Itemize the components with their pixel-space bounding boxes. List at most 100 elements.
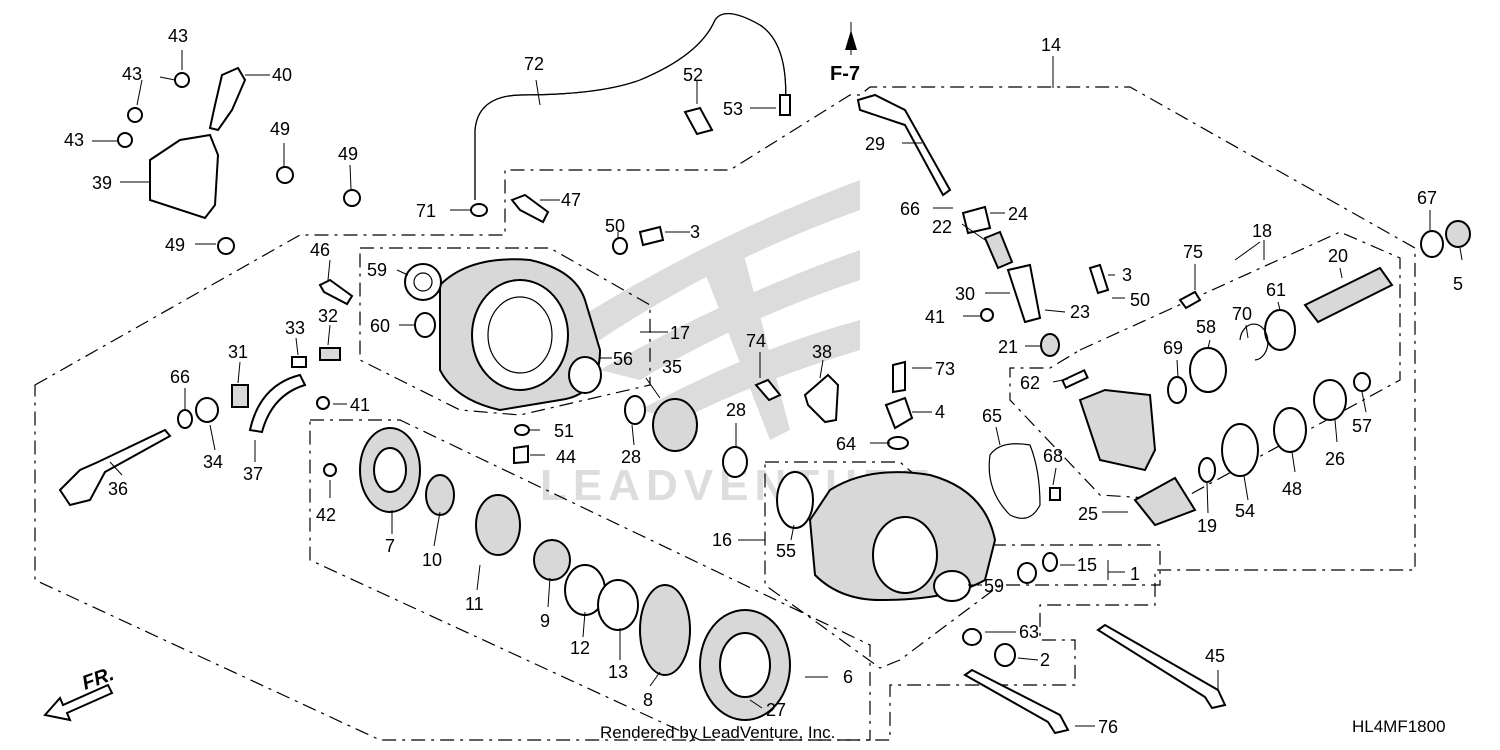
callout-32: 32 (318, 306, 338, 326)
part-65 (988, 443, 1041, 519)
part-51 (514, 424, 530, 436)
part-60 (414, 312, 436, 338)
part-13 (597, 579, 639, 631)
callout-28a: 28 (621, 447, 641, 467)
part-38 (803, 373, 840, 424)
part-44 (513, 444, 529, 465)
part-3a (638, 225, 665, 247)
callout-11: 11 (465, 594, 484, 614)
part-73 (892, 360, 906, 394)
part-28b (722, 446, 748, 478)
part-54 (1221, 423, 1259, 477)
callout-35: 35 (662, 357, 682, 377)
part-28a (624, 395, 646, 425)
callout-59a: 59 (367, 260, 387, 280)
part-50a (612, 237, 628, 255)
part-49a (276, 166, 294, 184)
callout-43c: 43 (64, 130, 84, 150)
callout-69: 69 (1163, 338, 1183, 358)
part-22 (983, 230, 1014, 270)
leader-lines (92, 22, 1463, 727)
part-47 (510, 193, 550, 224)
outline-14 (34, 86, 1416, 741)
part-57 (1353, 372, 1371, 392)
callout-44: 44 (556, 447, 576, 467)
callout-9: 9 (540, 611, 550, 631)
callout-42: 42 (316, 505, 336, 525)
part-39 (149, 133, 220, 220)
callout-8: 8 (643, 690, 653, 710)
callout-66a: 66 (170, 367, 190, 387)
callout-12: 12 (570, 638, 590, 658)
part-69 (1167, 376, 1187, 404)
part-43c (117, 132, 133, 148)
part-59a (404, 263, 442, 301)
part-52 (683, 106, 714, 136)
callout-71: 71 (416, 201, 436, 221)
part-31 (231, 384, 249, 408)
callout-45: 45 (1205, 646, 1225, 666)
callout-72: 72 (524, 54, 544, 74)
callout-19: 19 (1197, 516, 1217, 536)
part-56 (568, 356, 602, 394)
part-8 (639, 584, 691, 676)
front-arrow: FR. (43, 663, 117, 722)
callout-6: 6 (843, 667, 853, 687)
callout-64: 64 (836, 434, 856, 454)
breather-hose-inner (474, 13, 787, 200)
part-24 (961, 205, 992, 235)
part-74 (754, 378, 782, 402)
part-46 (318, 278, 354, 306)
callout-60: 60 (370, 316, 390, 336)
callout-1: 1 (1130, 564, 1140, 584)
callout-25: 25 (1078, 504, 1098, 524)
callout-36: 36 (108, 479, 128, 499)
callout-56: 56 (613, 349, 633, 369)
callout-49b: 49 (338, 144, 358, 164)
callout-33: 33 (285, 318, 305, 338)
part-5 (1445, 220, 1471, 248)
callout-46: 46 (310, 240, 330, 260)
part-55 (776, 471, 814, 529)
part-61 (1264, 309, 1296, 351)
callout-76: 76 (1098, 717, 1118, 737)
part-41a (316, 396, 330, 410)
callout-5: 5 (1453, 274, 1463, 294)
render-credit: Rendered by LeadVenture, Inc. (600, 723, 835, 742)
callout-67: 67 (1417, 188, 1437, 208)
callout-58: 58 (1196, 317, 1216, 337)
part-4 (884, 396, 914, 430)
callout-17: 17 (670, 323, 690, 343)
callout-70: 70 (1232, 304, 1252, 324)
callout-55: 55 (776, 541, 796, 561)
part-58 (1189, 347, 1227, 393)
callout-39: 39 (92, 173, 112, 193)
callout-16: 16 (712, 530, 732, 550)
outline-6 (309, 419, 871, 741)
parts (58, 13, 1471, 735)
callout-49a: 49 (270, 119, 290, 139)
callout-29: 29 (865, 134, 885, 154)
callout-51: 51 (554, 421, 574, 441)
part-35 (652, 398, 698, 452)
callout-3b: 3 (1122, 265, 1132, 285)
callout-62: 62 (1020, 373, 1040, 393)
callout-63: 63 (1019, 622, 1039, 642)
part-41b (980, 308, 994, 322)
part-53 (779, 94, 791, 116)
f7-arrow-icon (845, 30, 857, 50)
callout-41b: 41 (925, 307, 945, 327)
part-64 (887, 436, 909, 450)
part-32 (319, 347, 341, 361)
part-40 (208, 66, 247, 132)
callout-28b: 28 (726, 400, 746, 420)
callout-31: 31 (228, 342, 248, 362)
callout-54: 54 (1235, 501, 1255, 521)
part-48 (1273, 407, 1307, 453)
part-30 (1006, 263, 1042, 324)
part-49c (217, 237, 235, 255)
callout-47: 47 (561, 190, 581, 210)
callout-26: 26 (1325, 449, 1345, 469)
callout-68: 68 (1043, 446, 1063, 466)
